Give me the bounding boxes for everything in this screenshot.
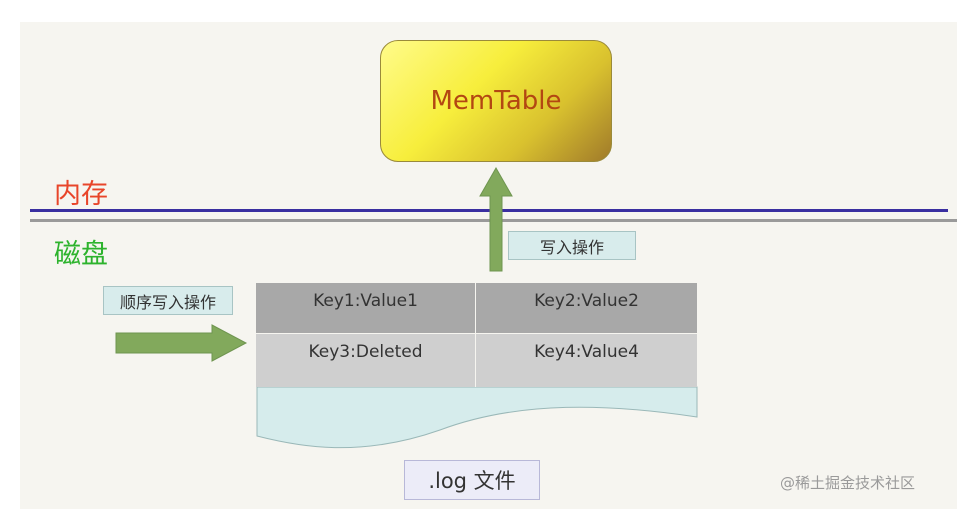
write-operation-tag: 写入操作	[508, 231, 636, 260]
log-cell: Key3:Deleted	[256, 334, 476, 387]
memtable-box: MemTable	[380, 40, 612, 162]
disk-zone-label: 磁盘	[54, 239, 108, 270]
log-cell: Key2:Value2	[476, 283, 697, 334]
log-file-wave	[256, 386, 698, 449]
memtable-label: MemTable	[430, 86, 562, 116]
log-file-label: .log 文件	[404, 460, 540, 500]
log-cell: Key4:Value4	[476, 334, 697, 387]
log-cell: Key1:Value1	[256, 283, 476, 334]
watermark-text: @稀土掘金技术社区	[780, 474, 916, 492]
write-up-arrow	[479, 166, 513, 272]
sequential-write-arrow	[115, 324, 248, 362]
memory-divider-line	[30, 209, 948, 212]
log-file-text: .log 文件	[428, 469, 516, 493]
sequential-write-tag: 顺序写入操作	[103, 286, 233, 315]
memory-zone-label: 内存	[54, 179, 108, 210]
log-entries-table: Key1:Value1 Key2:Value2 Key3:Deleted Key…	[256, 283, 697, 387]
